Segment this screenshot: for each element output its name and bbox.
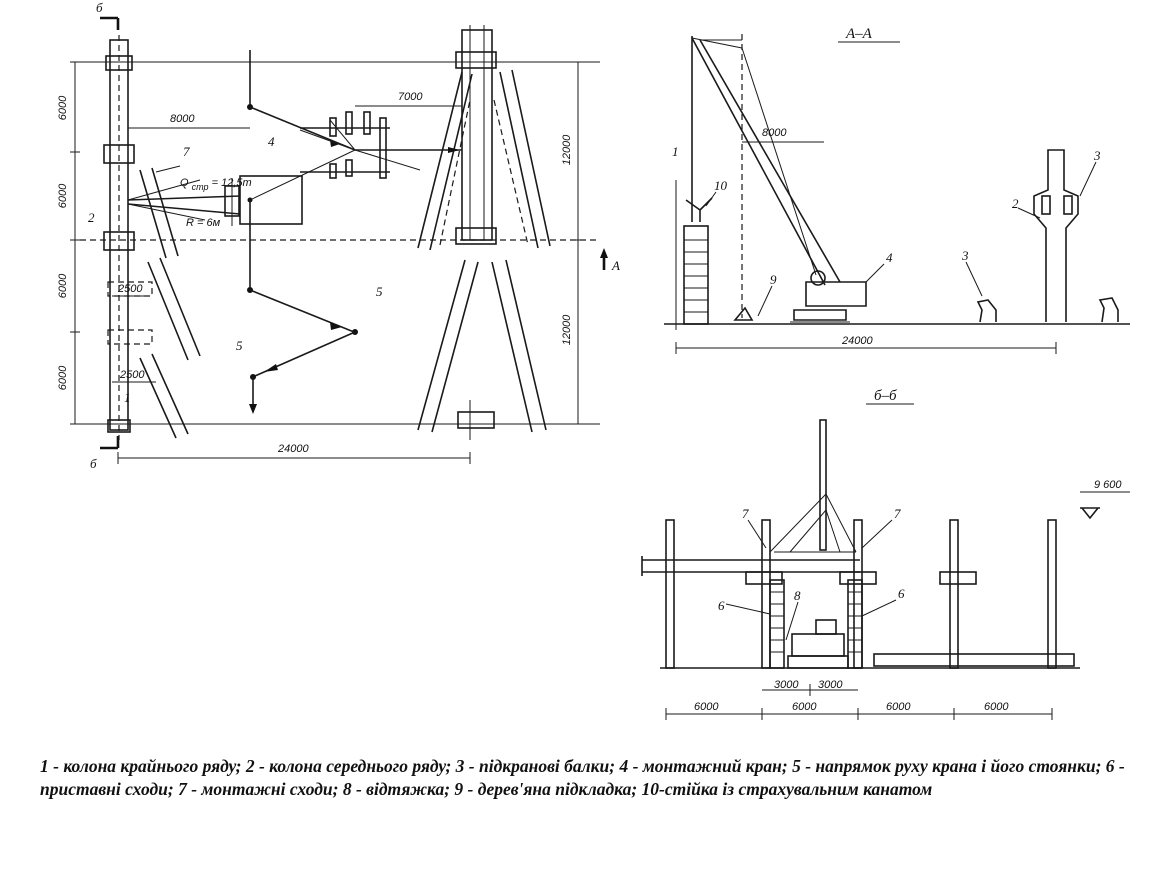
- dim-6000-2: 6000: [57, 183, 69, 208]
- column-edge-aa: [675, 36, 713, 330]
- dim-8000: 8000: [170, 113, 195, 125]
- dim-bb-6000-2: 6000: [792, 701, 817, 713]
- dim-24000-aa: 24000: [841, 335, 873, 347]
- marker-1: 1: [124, 390, 131, 405]
- dim-bb-3000-1: 3000: [774, 679, 799, 691]
- formula-q-symbol: Q: [180, 177, 189, 189]
- dim-bb-6000-4: 6000: [984, 701, 1009, 713]
- dim-6000-1: 6000: [57, 95, 69, 120]
- dim-12000-1: 12000: [561, 134, 573, 165]
- dim-12000-2: 12000: [561, 314, 573, 345]
- dim-7000: 7000: [398, 91, 423, 103]
- dim-6000-3: 6000: [57, 273, 69, 298]
- dim-bb-6000-1: 6000: [694, 701, 719, 713]
- marker-aa-4: 4: [886, 250, 893, 265]
- crane-plan: [127, 175, 303, 226]
- marker-5b: 5: [236, 338, 243, 353]
- section-bb-title: б–б: [874, 388, 897, 404]
- marker-aa-3b: 3: [961, 248, 969, 263]
- ladders-bb: [769, 579, 863, 669]
- section-aa: А–А: [664, 26, 1130, 354]
- figure-caption: 1 - колона крайнього ряду; 2 - колона се…: [40, 756, 1125, 799]
- crane-aa: [691, 34, 867, 323]
- marker-aa-3a: 3: [1093, 148, 1101, 163]
- marker-7: 7: [183, 144, 190, 159]
- dim-bb-6000-3: 6000: [886, 701, 911, 713]
- dim-6000-4: 6000: [57, 365, 69, 390]
- section-aa-title: А–А: [845, 26, 873, 42]
- marker-2: 2: [88, 210, 95, 225]
- marker-bb-6a: 6: [718, 598, 725, 613]
- formula-r: R = 6м: [186, 217, 221, 229]
- laid-element-bb: [873, 653, 1075, 667]
- column-middle-aa: [976, 149, 1119, 323]
- dim-2500-a: 2500: [117, 283, 143, 295]
- dim-8000-aa: 8000: [762, 127, 787, 139]
- crane-movement-path: [247, 50, 462, 414]
- formula-q: Q стр = 12,5т: [180, 177, 252, 193]
- middle-column-row: [455, 25, 497, 440]
- erection-scheme-drawing: б б: [57, 0, 1130, 720]
- dim-2500-b: 2500: [119, 369, 145, 381]
- section-mark-b-top: б: [96, 0, 103, 15]
- section-arrow-b-top: [100, 16, 120, 30]
- plan-view: б б: [57, 0, 620, 471]
- columns-bb: [665, 419, 1057, 669]
- beams-bb: [641, 493, 977, 585]
- edge-column-row: [103, 35, 153, 440]
- formula-q-value: = 12,5т: [212, 177, 252, 189]
- dim-24000-plan: 24000: [277, 443, 309, 455]
- marker-4: 4: [268, 134, 275, 149]
- marker-5a: 5: [376, 284, 383, 299]
- section-mark-b-bottom: б: [90, 456, 97, 471]
- dim-bb-3000-2: 3000: [818, 679, 843, 691]
- crane-bb: [787, 619, 849, 669]
- columns-laid-out: [139, 69, 551, 439]
- marker-aa-10: 10: [714, 178, 728, 193]
- marker-aa-1: 1: [672, 144, 679, 159]
- section-bb: б–б 9 600: [641, 388, 1130, 720]
- formula-q-subscript: стр: [192, 182, 209, 192]
- section-bb-dimensions: 6000 6000 6000 6000 3000 3000: [665, 679, 1053, 720]
- marker-aa-9: 9: [770, 272, 777, 287]
- section-mark-a: А: [611, 258, 620, 273]
- plan-markers: 7 4 2 1 5 5: [88, 134, 383, 405]
- section-arrow-b-bottom: [100, 436, 120, 450]
- marker-bb-7b: 7: [894, 506, 901, 521]
- marker-bb-7a: 7: [742, 506, 749, 521]
- marker-bb-6b: 6: [898, 586, 905, 601]
- plan-dimensions: 6000 6000 6000 6000 12000 12000 8000 700…: [57, 61, 583, 464]
- marker-aa-2: 2: [1012, 196, 1019, 211]
- level-mark: 9 600: [1094, 479, 1122, 491]
- marker-bb-8: 8: [794, 588, 801, 603]
